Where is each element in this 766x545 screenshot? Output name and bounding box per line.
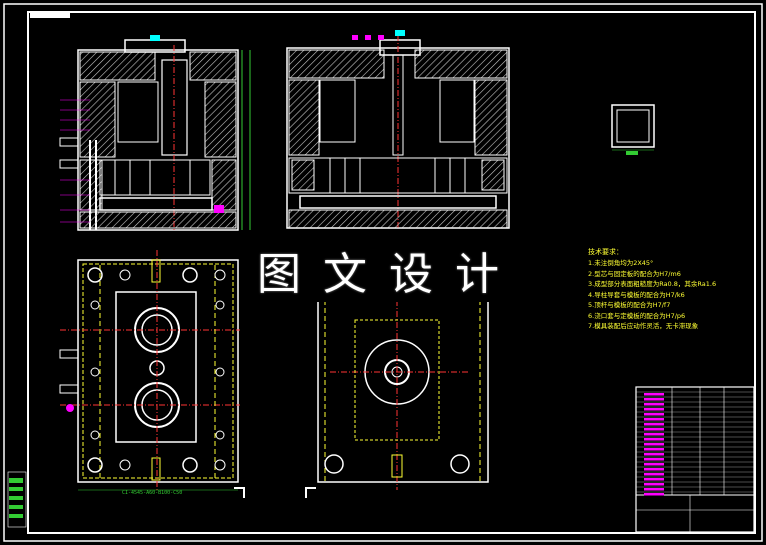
title-block-cell-mark <box>644 463 664 466</box>
tech-notes-heading: 技术要求： <box>588 248 623 256</box>
outer-frame <box>3 3 763 542</box>
right-section-view <box>286 30 510 230</box>
title-block-cell-mark <box>644 438 664 441</box>
title-block-cell-mark <box>644 413 664 416</box>
detail-view <box>611 104 655 155</box>
bottom-dimension: CI-4545-A60-B100-C50 <box>122 490 183 496</box>
title-block-cell-mark <box>644 473 664 476</box>
tech-note-4: 4.导柱导套与模板的配合为H7/k6 <box>588 290 685 299</box>
watermark-text: 图文设计 <box>257 249 521 300</box>
title-block-cell-mark <box>644 478 664 481</box>
title-block-cell-mark <box>644 423 664 426</box>
title-block-cell-mark <box>644 393 664 396</box>
tech-note-1: 1.未注倒角均为2X45° <box>588 259 654 267</box>
title-block-cell-mark <box>644 443 664 446</box>
left-section-view <box>59 35 251 231</box>
title-block-cell-mark <box>644 428 664 431</box>
title-block-cell-mark <box>644 398 664 401</box>
title-block-cell-mark <box>644 483 664 486</box>
frame-mark <box>30 12 70 18</box>
side-strip <box>7 471 27 528</box>
title-block-cell-mark <box>644 408 664 411</box>
title-block-cell-mark <box>644 433 664 436</box>
left-plan-view <box>59 250 245 498</box>
tech-note-5: 5.顶杆与模板的配合为H7/f7 <box>588 301 671 309</box>
right-plan-view <box>305 299 489 498</box>
title-block-cell-mark <box>644 403 664 406</box>
title-block-cell-mark <box>644 468 664 471</box>
tech-note-2: 2.型芯与固定板的配合为H7/m6 <box>588 269 681 278</box>
watermark-banner: 图文设计 <box>244 238 534 302</box>
title-block-cell-mark <box>644 458 664 461</box>
title-block-cell-mark <box>644 453 664 456</box>
technical-requirements: 技术要求： 1.未注倒角均为2X45° 2.型芯与固定板的配合为H7/m6 3.… <box>588 249 758 334</box>
title-block-cell-mark <box>644 488 664 491</box>
tech-note-7: 7.模具装配后应动作灵活，无卡滞现象 <box>588 322 699 330</box>
title-block-cell-mark <box>644 448 664 451</box>
tech-note-3: 3.成型部分表面粗糙度为Ra0.8，其余Ra1.6 <box>588 280 717 288</box>
tech-note-6: 6.浇口套与定模板的配合为H7/p6 <box>588 311 686 320</box>
title-block-rows <box>636 391 754 496</box>
inner-frame <box>27 11 756 534</box>
title-block-cell-mark <box>644 418 664 421</box>
title-block-cell-mark <box>644 493 664 496</box>
